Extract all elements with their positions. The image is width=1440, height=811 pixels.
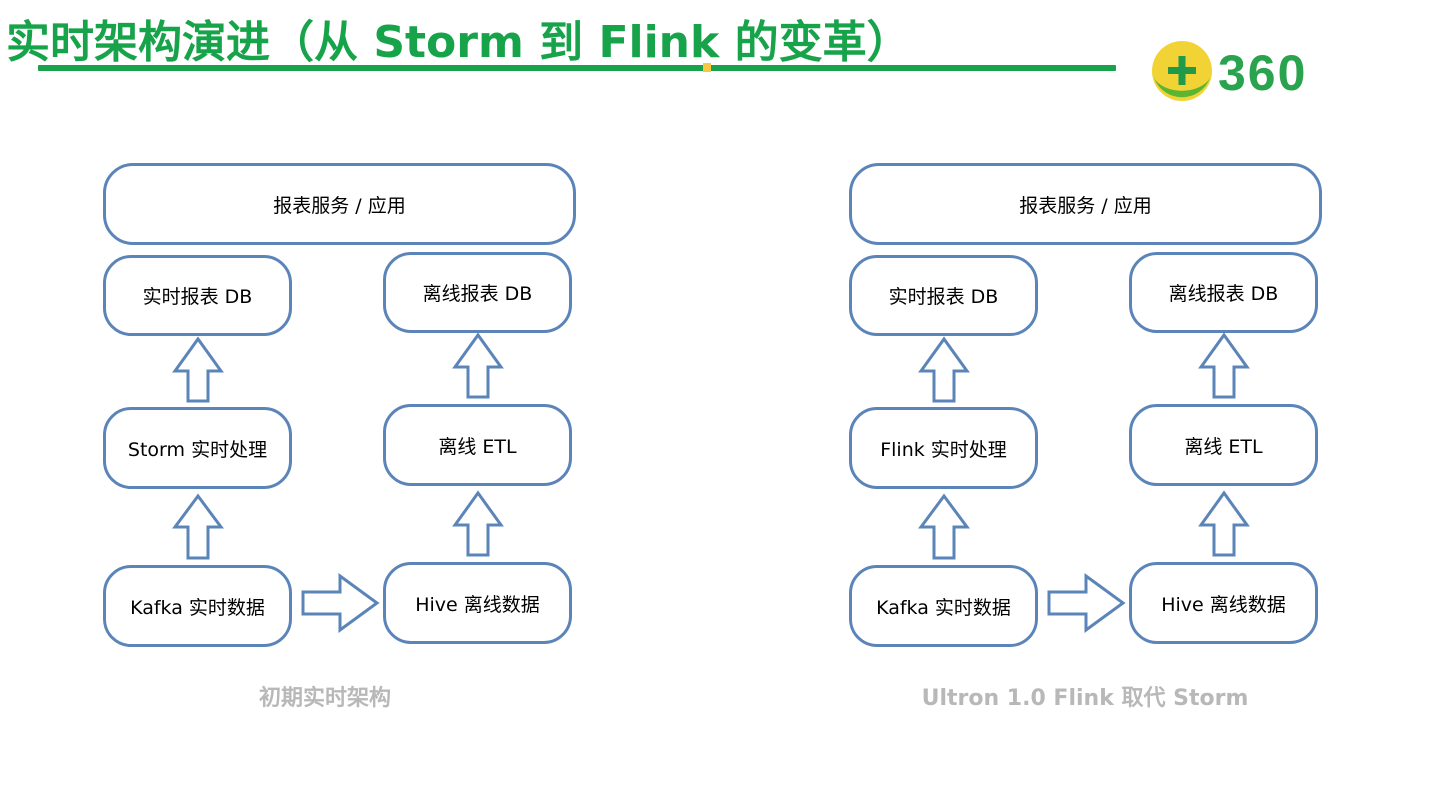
right-flink-processing-box: Flink 实时处理 bbox=[849, 407, 1038, 489]
left-arrow-storm-to-db bbox=[172, 336, 224, 403]
right-arrow-kafka-to-flink bbox=[918, 493, 970, 560]
left-offline-etl-box: 离线 ETL bbox=[383, 404, 572, 486]
left-hive-box: Hive 离线数据 bbox=[383, 562, 572, 644]
right-offline-etl-box: 离线 ETL bbox=[1129, 404, 1318, 486]
left-arrow-etl-to-db bbox=[452, 332, 504, 399]
right-hive-box: Hive 离线数据 bbox=[1129, 562, 1318, 644]
title-underline bbox=[38, 65, 1116, 71]
page-title: 实时架构演进（从 Storm 到 Flink 的变革） bbox=[6, 17, 911, 68]
title-underline-accent bbox=[703, 63, 711, 72]
right-report-service-box: 报表服务 / 应用 bbox=[849, 163, 1322, 245]
brand-text: 360 bbox=[1218, 45, 1307, 101]
left-kafka-box: Kafka 实时数据 bbox=[103, 565, 292, 647]
left-caption: 初期实时架构 bbox=[258, 686, 391, 711]
left-report-service-box: 报表服务 / 应用 bbox=[103, 163, 576, 245]
right-arrow-flink-to-db bbox=[918, 336, 970, 403]
right-realtime-db-box: 实时报表 DB bbox=[849, 255, 1038, 336]
right-arrow-etl-to-db bbox=[1198, 332, 1250, 399]
left-offline-db-box: 离线报表 DB bbox=[383, 252, 572, 333]
right-caption: Ultron 1.0 Flink 取代 Storm bbox=[921, 686, 1249, 711]
left-arrow-hive-to-etl bbox=[452, 490, 504, 557]
right-arrow-hive-to-etl bbox=[1198, 490, 1250, 557]
right-kafka-box: Kafka 实时数据 bbox=[849, 565, 1038, 647]
left-arrow-kafka-to-hive bbox=[301, 573, 380, 633]
right-offline-db-box: 离线报表 DB bbox=[1129, 252, 1318, 333]
left-storm-processing-box: Storm 实时处理 bbox=[103, 407, 292, 489]
left-realtime-db-box: 实时报表 DB bbox=[103, 255, 292, 336]
left-arrow-kafka-to-storm bbox=[172, 493, 224, 560]
right-arrow-kafka-to-hive bbox=[1047, 573, 1126, 633]
brand-logo: 360 bbox=[1152, 41, 1307, 101]
